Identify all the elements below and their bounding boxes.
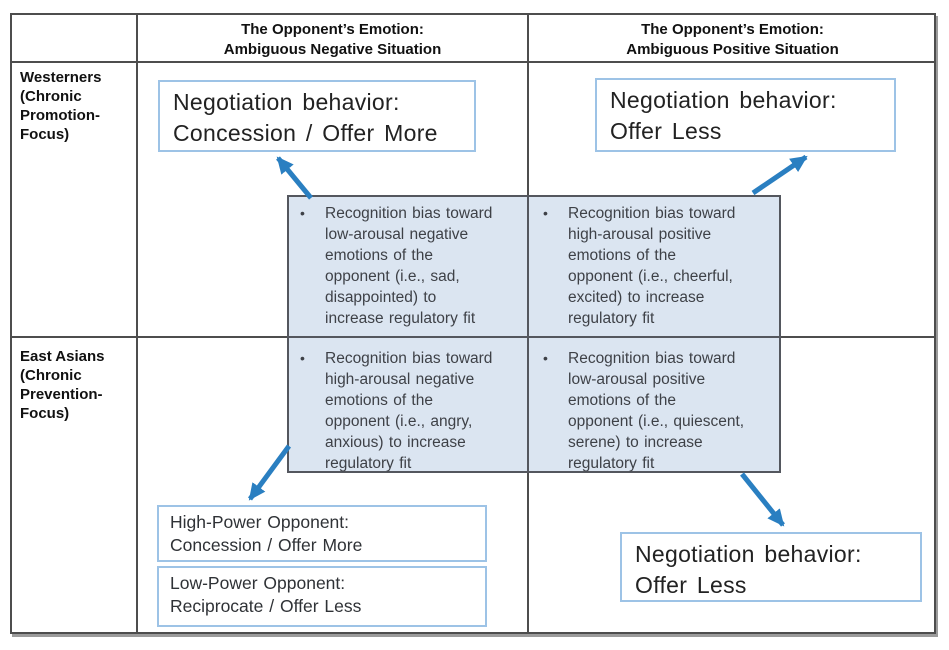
- bias-item-west-positive: • Recognition bias toward high-arousal p…: [543, 203, 775, 329]
- bias-panel-divider-vertical: [527, 197, 529, 471]
- bias-item-east-negative: • Recognition bias toward high-arousal n…: [300, 348, 525, 474]
- behavior-box-east-positive: Negotiation behavior: Offer Less: [620, 532, 922, 602]
- row-divider-header: [10, 61, 934, 63]
- recognition-bias-panel: • Recognition bias toward low-arousal ne…: [287, 195, 781, 473]
- behavior-box-west-positive: Negotiation behavior: Offer Less: [595, 78, 896, 152]
- bias-item-west-negative: • Recognition bias toward low-arousal ne…: [300, 203, 525, 329]
- row-label-westerners: Westerners (Chronic Promotion- Focus): [20, 69, 102, 143]
- column-divider-labels: [136, 13, 138, 632]
- header-ambiguous-negative: The Opponent’s Emotion: Ambiguous Negati…: [223, 21, 442, 58]
- bias-item-east-positive: • Recognition bias toward low-arousal po…: [543, 348, 775, 474]
- bias-panel-divider-horizontal: [289, 336, 779, 338]
- bullet-icon: •: [300, 205, 305, 221]
- bullet-icon: •: [543, 350, 548, 366]
- behavior-box-high-power: High-Power Opponent: Concession / Offer …: [157, 505, 487, 562]
- row-label-east-asians: East Asians (Chronic Prevention- Focus): [20, 348, 105, 422]
- bias-text-west-positive: Recognition bias toward high-arousal pos…: [568, 205, 736, 327]
- bias-text-east-negative: Recognition bias toward high-arousal neg…: [325, 350, 493, 472]
- header-ambiguous-positive: The Opponent’s Emotion: Ambiguous Positi…: [626, 21, 839, 58]
- bias-text-west-negative: Recognition bias toward low-arousal nega…: [325, 205, 493, 327]
- behavior-box-low-power: Low-Power Opponent: Reciprocate / Offer …: [157, 566, 487, 627]
- bias-text-east-positive: Recognition bias toward low-arousal posi…: [568, 350, 745, 472]
- bullet-icon: •: [300, 350, 305, 366]
- behavior-box-west-negative: Negotiation behavior: Concession / Offer…: [158, 80, 476, 152]
- bullet-icon: •: [543, 205, 548, 221]
